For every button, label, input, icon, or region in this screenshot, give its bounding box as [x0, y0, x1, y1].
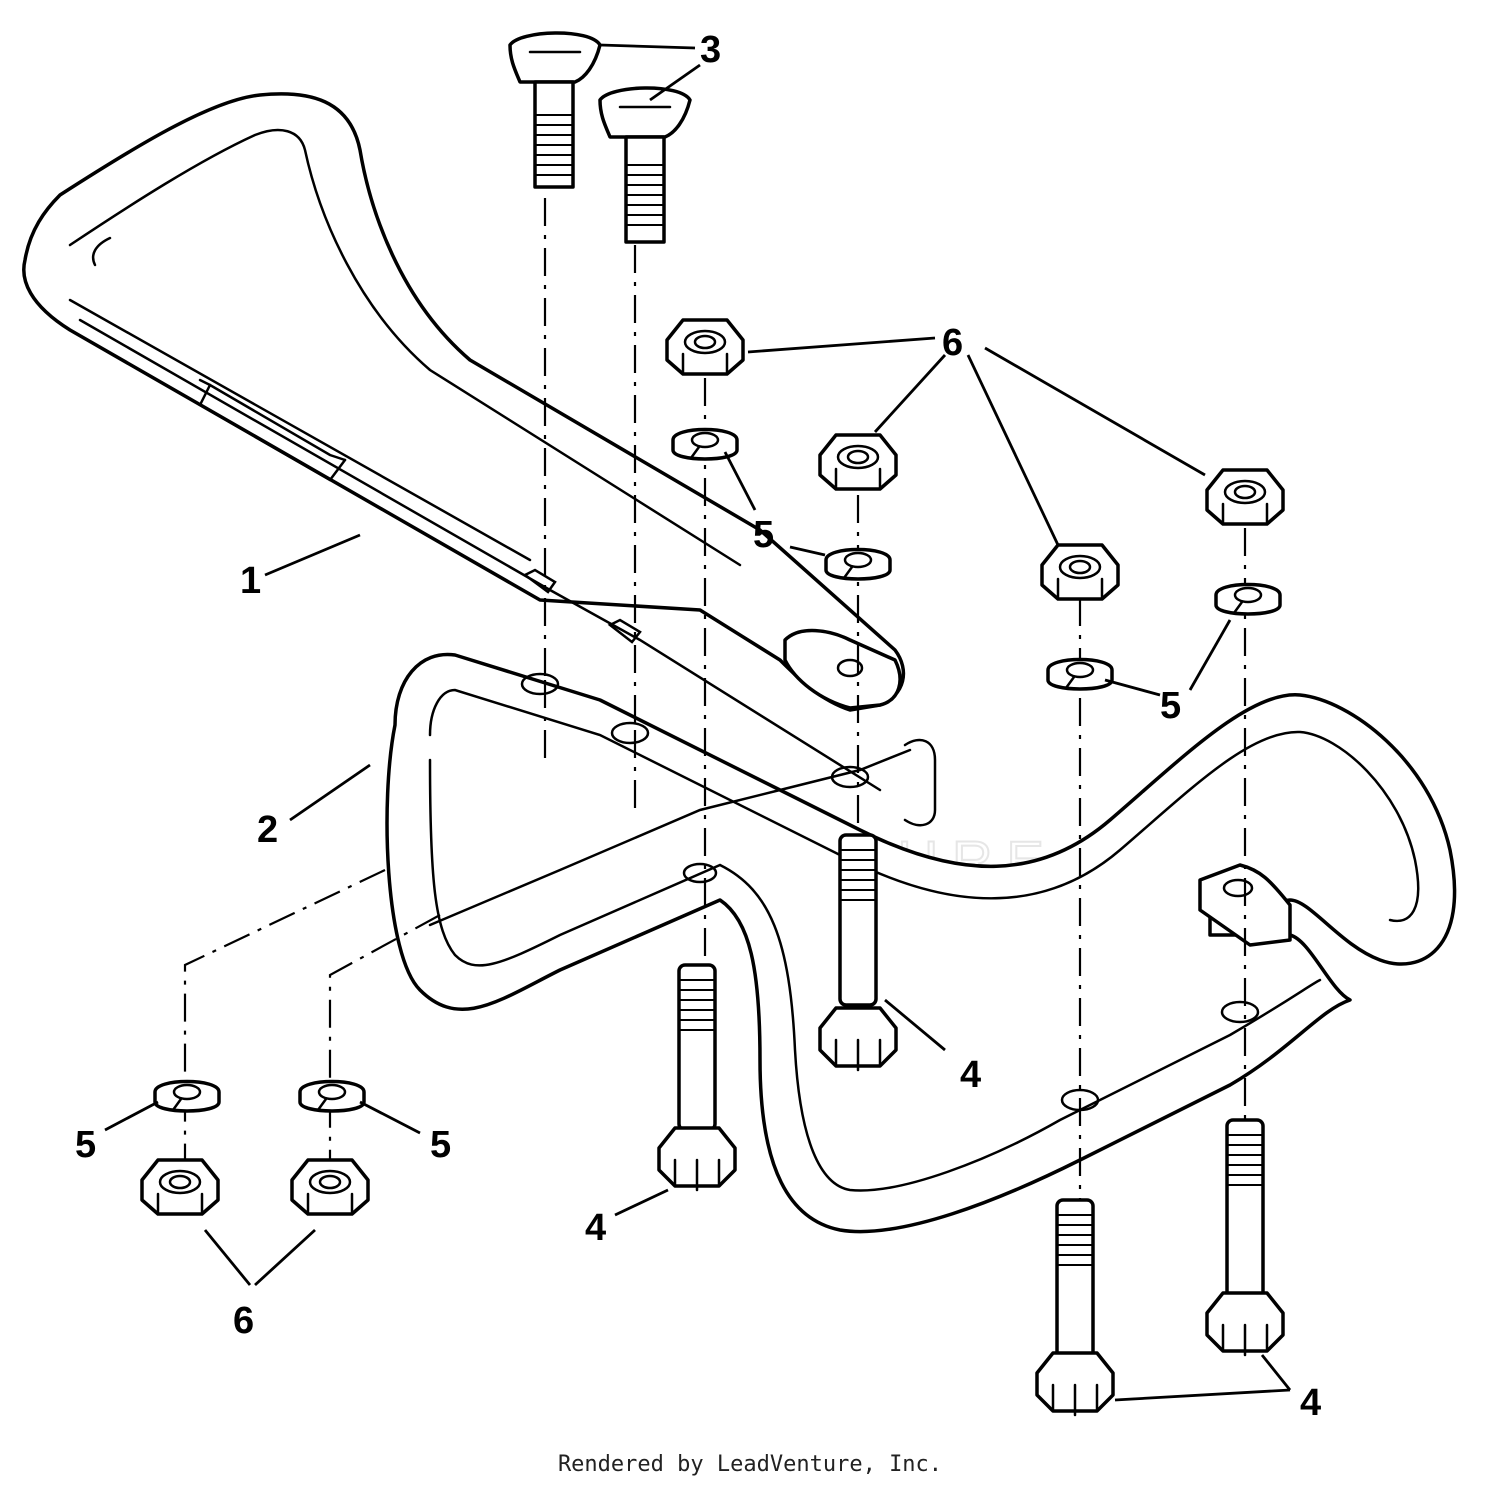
callout-6: 6	[942, 322, 963, 364]
part-5-lock-washer	[671, 427, 739, 461]
part-3-carriage-bolt	[598, 86, 692, 244]
callout-4: 4	[585, 1207, 606, 1249]
part-6-hex-nut	[140, 1158, 220, 1216]
part-6-hex-nut	[818, 433, 898, 491]
part-5-lock-washer	[1046, 657, 1114, 691]
part-6-hex-nut	[665, 318, 745, 376]
callout-6: 6	[233, 1300, 254, 1342]
callout-4: 4	[1300, 1382, 1321, 1424]
part-5-lock-washer	[824, 547, 892, 581]
part-1-handle	[22, 92, 906, 792]
callout-5: 5	[75, 1124, 96, 1166]
callout-leaders	[104, 43, 1292, 1402]
part-5-lock-washer	[1214, 582, 1282, 616]
callout-5: 5	[430, 1124, 451, 1166]
part-6-hex-nut	[1205, 468, 1285, 526]
part-2-lower-guard	[385, 652, 1457, 1234]
part-4-hex-bolt	[657, 963, 737, 1192]
part-4-hex-bolt	[1035, 1198, 1115, 1417]
callout-2: 2	[257, 809, 278, 851]
part-5-lock-washer	[298, 1079, 366, 1113]
part-3-carriage-bolt	[508, 31, 602, 189]
callout-3: 3	[700, 29, 721, 71]
part-4-hex-bolt	[1205, 1118, 1285, 1357]
callout-5: 5	[1160, 685, 1181, 727]
part-4-hex-bolt	[818, 833, 898, 1072]
assembly-centerlines	[183, 198, 1247, 1240]
callout-1: 1	[240, 560, 261, 602]
callout-5: 5	[753, 514, 774, 556]
callout-4: 4	[960, 1054, 981, 1096]
part-5-lock-washer	[153, 1079, 221, 1113]
part-6-hex-nut	[290, 1158, 370, 1216]
footer-credit: Rendered by LeadVenture, Inc.	[557, 1452, 943, 1477]
part-6-hex-nut	[1040, 543, 1120, 601]
